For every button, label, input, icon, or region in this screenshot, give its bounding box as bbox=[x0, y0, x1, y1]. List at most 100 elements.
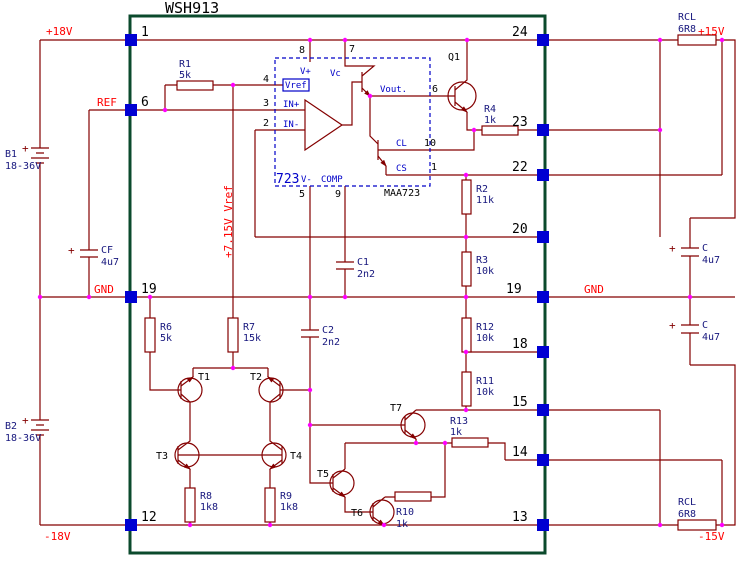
pin-12-number: 12 bbox=[141, 510, 157, 525]
regulator-part-number: MAA723 bbox=[384, 188, 420, 199]
regulator-723-outline bbox=[274, 57, 431, 187]
c-out-neg-value: 4u7 bbox=[702, 332, 720, 343]
rail-ref-label: REF bbox=[97, 96, 117, 109]
b1-plus-sign: + bbox=[22, 142, 29, 155]
r11-resistor bbox=[461, 371, 472, 407]
c1-ref: C1 bbox=[357, 257, 369, 268]
r6-resistor bbox=[144, 317, 156, 353]
r12-ref: R12 bbox=[476, 322, 494, 333]
capacitor-plates bbox=[80, 247, 699, 338]
r2-ref: R2 bbox=[476, 184, 488, 195]
pin-1-number: 1 bbox=[141, 25, 149, 40]
rcl-bottom-ref: RCL bbox=[678, 497, 696, 508]
rail-gnd-left-label: GND bbox=[94, 283, 114, 296]
t5-ref: T5 bbox=[317, 469, 329, 480]
cf-value: 4u7 bbox=[101, 257, 119, 268]
pin-22-terminal bbox=[537, 169, 549, 181]
r13-resistor bbox=[451, 437, 489, 448]
r8-resistor bbox=[184, 487, 196, 523]
capacitors-batteries bbox=[31, 147, 699, 436]
r2-value: 11k bbox=[476, 195, 494, 206]
r8-ref: R8 bbox=[200, 491, 212, 502]
pin-14-number: 14 bbox=[512, 445, 528, 460]
rcl-bottom-value: 6R8 bbox=[678, 509, 696, 520]
regulator-comp-label: COMP bbox=[321, 175, 343, 185]
pin-23-terminal bbox=[537, 124, 549, 136]
rail-wires bbox=[39, 39, 736, 526]
cf-plus-sign: + bbox=[68, 244, 75, 257]
pin-13-number: 13 bbox=[512, 510, 528, 525]
regulator-vout-label: Vout. bbox=[380, 85, 407, 95]
r3-resistor bbox=[461, 251, 472, 287]
r13-value: 1k bbox=[450, 427, 462, 438]
r9-resistor bbox=[264, 487, 276, 523]
r4-resistor bbox=[481, 125, 519, 136]
regulator-inminus-label: IN- bbox=[283, 120, 299, 130]
r13-ref: R13 bbox=[450, 416, 468, 427]
r9-ref: R9 bbox=[280, 491, 292, 502]
c2-value: 2n2 bbox=[322, 337, 340, 348]
pin-24-terminal bbox=[537, 34, 549, 46]
c-out-pos-ref: C bbox=[702, 243, 708, 254]
pin-18-number: 18 bbox=[512, 337, 528, 352]
pin-15-number: 15 bbox=[512, 395, 528, 410]
pin-13-terminal bbox=[537, 519, 549, 531]
rcl-top-value: 6R8 bbox=[678, 24, 696, 35]
c-out-pos-value: 4u7 bbox=[702, 255, 720, 266]
vref-voltage-note: +7.15V Vref bbox=[222, 185, 235, 258]
pin-19-left-number: 19 bbox=[141, 282, 157, 297]
resistors bbox=[144, 34, 717, 531]
transistor-base-bars bbox=[177, 72, 456, 521]
b2-value: 18-36V bbox=[5, 433, 41, 444]
r4-value: 1k bbox=[484, 115, 496, 126]
r10-ref: R10 bbox=[396, 507, 414, 518]
pin-23-number: 23 bbox=[512, 115, 528, 130]
regulator-name: 723 bbox=[276, 172, 299, 187]
junction-dots bbox=[37, 37, 725, 528]
q1-ref: Q1 bbox=[448, 52, 460, 63]
regulator-vminus-label: V- bbox=[301, 175, 312, 185]
b1-ref: B1 bbox=[5, 149, 17, 160]
r7-ref: R7 bbox=[243, 322, 255, 333]
b2-plus-sign: + bbox=[22, 414, 29, 427]
regulator-pin1-number: 1 bbox=[431, 162, 437, 173]
c1-value: 2n2 bbox=[357, 269, 375, 280]
module-border bbox=[128, 14, 547, 555]
rail-plus18v-label: +18V bbox=[46, 25, 73, 38]
cf-ref: CF bbox=[101, 245, 113, 256]
r3-value: 10k bbox=[476, 266, 494, 277]
t6-transistor bbox=[369, 499, 395, 525]
pin-6-number: 6 bbox=[141, 95, 149, 110]
regulator-pin4-number: 4 bbox=[263, 74, 269, 85]
t6-ref: T6 bbox=[351, 508, 363, 519]
regulator-pin3-number: 3 bbox=[263, 98, 269, 109]
r2-resistor bbox=[461, 179, 472, 215]
r7-value: 15k bbox=[243, 333, 261, 344]
regulator-vref-label: Vref bbox=[285, 81, 307, 91]
regulator-cs-label: CS bbox=[396, 164, 407, 174]
rail-gnd-right-label: GND bbox=[584, 283, 604, 296]
regulator-inplus-label: IN+ bbox=[283, 100, 300, 110]
r1-resistor bbox=[176, 80, 214, 91]
emitter-arrows bbox=[177, 87, 468, 526]
pin-19-right-number: 19 bbox=[506, 282, 522, 297]
t7-ref: T7 bbox=[390, 403, 402, 414]
c2-ref: C2 bbox=[322, 325, 334, 336]
regulator-pin5-number: 5 bbox=[299, 189, 305, 200]
regulator-pin8-number: 8 bbox=[299, 45, 305, 56]
vref-box bbox=[282, 78, 310, 92]
t4-ref: T4 bbox=[290, 451, 302, 462]
regulator-pin6-number: 6 bbox=[432, 84, 438, 95]
pin-12-terminal bbox=[125, 519, 137, 531]
q1-transistor bbox=[447, 81, 477, 111]
regulator-723: Vref IN+ IN- V+ Vc Vout. CL CS V- COMP 7… bbox=[263, 44, 438, 200]
pin-24-number: 24 bbox=[512, 25, 528, 40]
pin-20-terminal bbox=[537, 231, 549, 243]
t7-transistor bbox=[400, 412, 426, 438]
rail-plus15v-label: +15V bbox=[698, 25, 725, 38]
rail-minus15v-label: -15V bbox=[698, 530, 725, 543]
r12-value: 10k bbox=[476, 333, 494, 344]
opamp-triangle bbox=[304, 98, 344, 152]
